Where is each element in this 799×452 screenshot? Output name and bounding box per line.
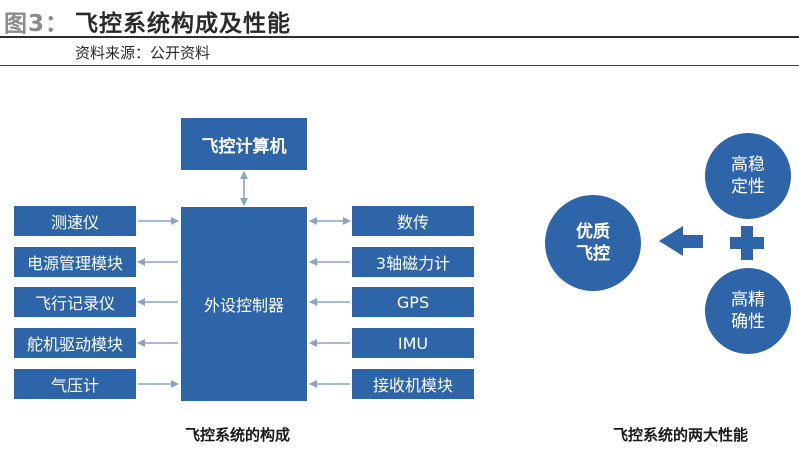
module-datalink: 数传	[352, 206, 474, 236]
figure-header: 图3： 飞控系统构成及性能 资料来源：公开资料	[0, 0, 799, 66]
header-rule	[0, 36, 799, 38]
circle-line: 飞控	[576, 244, 610, 264]
module-flight-recorder: 飞行记录仪	[14, 287, 136, 317]
module-gps: GPS	[352, 287, 474, 317]
module-imu: IMU	[352, 328, 474, 358]
high-precision-circle: 高精 确性	[705, 268, 791, 354]
module-magnetometer: 3轴磁力计	[352, 247, 474, 277]
circle-line: 高精	[731, 290, 765, 310]
module-speedometer: 测速仪	[14, 206, 136, 236]
right-diagram-caption: 飞控系统的两大性能	[613, 426, 749, 444]
figure-source: 资料来源：公开资料	[75, 44, 211, 62]
left-arrow-icon	[659, 226, 703, 256]
module-servo-driver: 舵机驱动模块	[14, 328, 136, 358]
circle-line: 高稳	[731, 155, 765, 175]
circle-line: 定性	[731, 177, 765, 197]
circle-line: 优质	[576, 222, 610, 242]
module-receiver: 接收机模块	[352, 369, 474, 399]
left-diagram-caption: 飞控系统的构成	[185, 426, 291, 444]
module-power-management: 电源管理模块	[14, 247, 136, 277]
circle-line: 确性	[731, 312, 765, 332]
peripheral-controller-box: 外设控制器	[181, 207, 307, 401]
high-stability-circle: 高稳 定性	[705, 133, 791, 219]
plus-icon-bar	[730, 237, 764, 249]
module-barometer: 气压计	[14, 369, 136, 399]
source-rule	[0, 65, 799, 66]
figure-title: 飞控系统构成及性能	[75, 11, 291, 37]
flight-computer-box: 飞控计算机	[181, 118, 307, 170]
figure-label: 图3：	[4, 11, 70, 37]
quality-flight-control-circle: 优质 飞控	[545, 195, 641, 291]
